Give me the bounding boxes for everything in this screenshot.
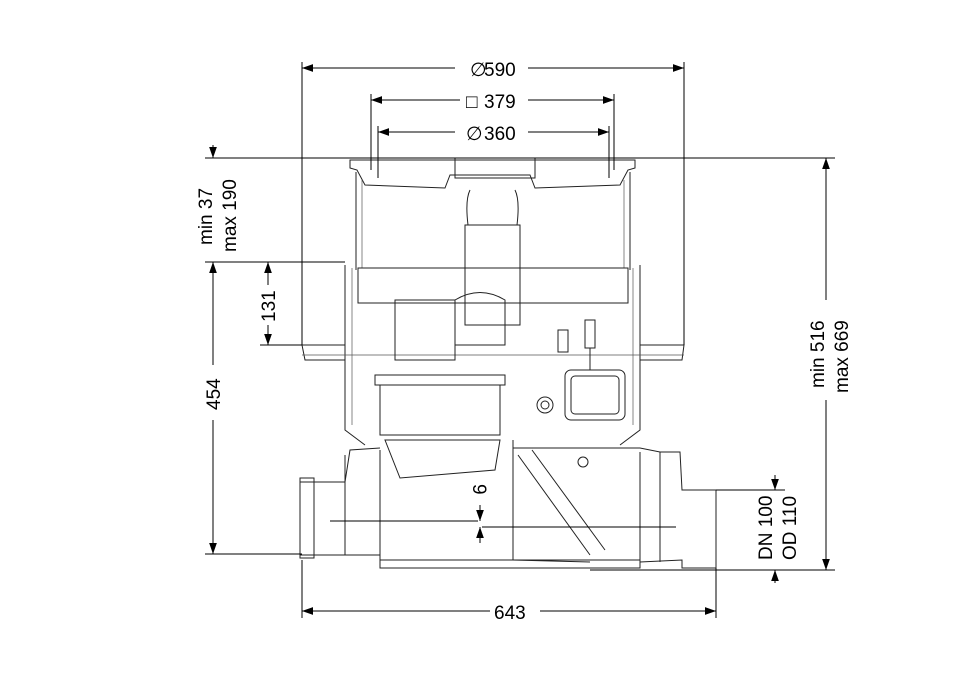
- grate-cover: [349, 159, 636, 189]
- sensor-2: [584, 319, 596, 349]
- drain-body: [299, 157, 717, 569]
- dim-9: 9: [468, 484, 489, 495]
- pump-plate: [374, 374, 506, 386]
- outlet-pipe: [512, 440, 717, 569]
- dim-131: 131: [259, 290, 280, 322]
- dim-590-value: 590: [484, 60, 516, 81]
- motor-housing: [394, 299, 456, 361]
- float-unit: [454, 292, 506, 346]
- dim-454: 454: [204, 378, 225, 410]
- middle-body-walls: [344, 265, 641, 446]
- upper-shaft-bottom: [357, 267, 629, 304]
- dim-dn: DN 100: [756, 496, 777, 560]
- sensor-1: [557, 329, 569, 353]
- pump-bowl: [384, 439, 501, 479]
- backflow-flap: [517, 449, 606, 556]
- dim-643: 643: [494, 603, 526, 624]
- dim-379-value: 379: [484, 92, 516, 113]
- dim-360-symbol: ∅: [466, 124, 483, 145]
- dim-od: OD 110: [780, 496, 801, 560]
- dim-379-symbol: □: [466, 92, 478, 113]
- dimension-lines: [205, 62, 835, 618]
- dimension-labels: ∅ 590 □ 379 ∅ 360 643 min 37 max 190 131…: [196, 60, 853, 624]
- dim-total-max: max 669: [832, 320, 853, 393]
- inlet-socket: [299, 477, 315, 559]
- dim-top-min: min 37: [196, 188, 217, 245]
- dim-top-max: max 190: [220, 179, 241, 252]
- dim-590-symbol: ∅: [470, 60, 487, 81]
- neck-tube: [464, 224, 521, 326]
- flange: [301, 344, 685, 361]
- inlet-pipe: [300, 447, 381, 556]
- upper-shaft-walls: [355, 172, 631, 270]
- pump-body: [379, 384, 501, 436]
- dim-total-min: min 516: [808, 320, 829, 388]
- dim-360-value: 360: [484, 124, 516, 145]
- control-box: [564, 369, 626, 421]
